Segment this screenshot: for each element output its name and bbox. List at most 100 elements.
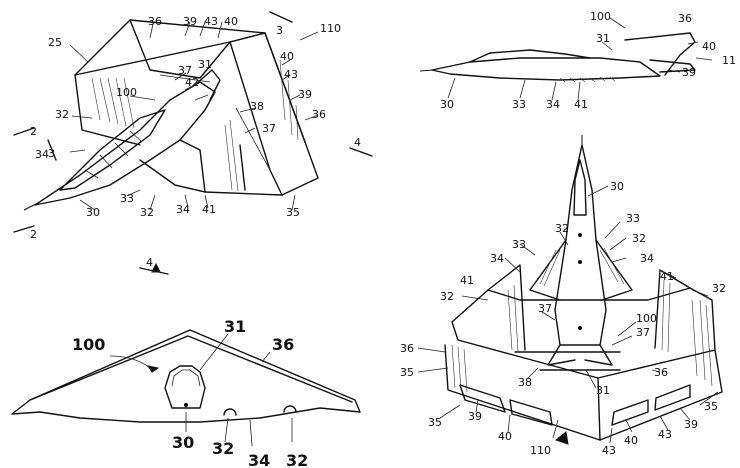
fig1-label-40: 40 (224, 15, 238, 28)
fig5-label-41-left: 41 (460, 274, 474, 287)
figure-4-front-view: 100 31 36 30 32 34 32 (11, 317, 361, 468)
fig2-label-33: 33 (512, 98, 526, 111)
fig1-aircraft-fuselage (34, 81, 216, 206)
fig1-label-38: 38 (250, 100, 264, 113)
fig1-label-43: 43 (204, 15, 218, 28)
fig1-aircraft-tail-fin (194, 69, 221, 101)
fig5-label-32-right: 32 (712, 282, 726, 295)
fig1-label-34-bottom: 34 (176, 203, 190, 216)
fig5-label-35-left: 35 (400, 366, 414, 379)
fig5-label-38: 38 (518, 376, 532, 389)
fig4-intake-right (283, 405, 297, 413)
fig2-label-11: 11 (722, 54, 736, 67)
fig1-label-25: 25 (48, 36, 62, 49)
fig5-support-frame (514, 351, 621, 371)
fig5-arrow-110 (554, 431, 569, 445)
fig4-canopy (164, 365, 206, 409)
fig5-label-39-right: 39 (684, 418, 698, 431)
fig1-label-36-right: 36 (312, 108, 326, 121)
fig2-vertical-fin (624, 32, 696, 76)
fig5-aircraft-wings (529, 239, 633, 301)
fig4-nose-dot (183, 402, 189, 408)
fig1-aircraft-canopy (59, 109, 166, 191)
figure-5-vertical-view: 30 32 33 33 32 34 34 41 41 32 32 37 100 … (400, 135, 726, 457)
fig2-label-36: 36 (678, 12, 692, 25)
fig5-fuselage-dot-1 (578, 233, 582, 237)
fig5-box-front-right (599, 349, 723, 441)
fig1-section-line-2-bottom (13, 225, 35, 233)
fig1-aircraft-canopy-frames (84, 130, 143, 179)
fig1-label-4-right: 4 (354, 136, 361, 149)
fig4-label-31: 31 (224, 317, 246, 336)
fig2-label-100: 100 (590, 10, 611, 23)
fig1-label-39-right: 39 (298, 88, 312, 101)
fig2-label-40: 40 (702, 40, 716, 53)
fig5-label-32-upper-right: 32 (632, 232, 646, 245)
fig4-label-100: 100 (72, 335, 105, 354)
fig1-frame-panel-inner (159, 74, 271, 171)
fig5-label-36-right: 36 (654, 366, 668, 379)
fig2-label-34: 34 (546, 98, 560, 111)
fig1-label-36: 36 (148, 15, 162, 28)
fig4-outer-wing-outline (11, 329, 361, 423)
fig5-label-100: 100 (636, 312, 657, 325)
fig2-fin-panel (649, 59, 696, 73)
fig5-box-top-outline (451, 287, 716, 379)
fig1-aircraft-nose-probe (23, 203, 37, 211)
fig5-fuselage-dot-2 (578, 260, 582, 264)
fig5-label-31: 31 (596, 384, 610, 397)
fig1-label-32-bottom: 32 (140, 206, 154, 219)
fig2-fuselage-outline (431, 57, 661, 81)
fig5-inner-panel-left (487, 264, 526, 351)
fig1-frame-hatching (91, 59, 299, 192)
fig1-section-line-3-left (47, 139, 57, 161)
fig1-label-3-top: 3 (276, 24, 283, 37)
fig1-label-32-left: 32 (55, 108, 69, 121)
fig5-box-front-left (444, 344, 601, 441)
fig1-label-2-bottom: 2 (30, 228, 37, 241)
fig5-label-43-right: 43 (658, 428, 672, 441)
fig5-label-37-right: 37 (636, 326, 650, 339)
fig4-label-32-left: 32 (212, 439, 234, 458)
fig1-aircraft-wing (139, 139, 206, 193)
fig1-label-100: 100 (116, 86, 137, 99)
fig4-label-34: 34 (248, 451, 270, 468)
fig1-leader-lines (69, 21, 319, 211)
fig1-label-3-left: 3 (48, 147, 55, 160)
fig5-aircraft-fuselage (554, 144, 607, 346)
fig2-underside-hatching (559, 76, 616, 83)
fig5-label-32-upper-left: 32 (555, 222, 569, 235)
fig1-frame-panel-edge (239, 144, 246, 191)
fig2-label-39: 39 (682, 66, 696, 79)
fig1-label-40-right: 40 (280, 50, 294, 63)
fig2-label-30: 30 (440, 98, 454, 111)
fig4-canopy-inner (171, 369, 201, 387)
fig5-fuselage-dot-3 (578, 326, 582, 330)
fig2-nose-probe (419, 69, 434, 72)
section-marker-4: 4 (139, 256, 169, 275)
fig1-frame-left-panel (74, 74, 141, 146)
fig5-label-34-right: 34 (640, 252, 654, 265)
fig2-leader-lines (447, 17, 713, 101)
fig1-label-2-top: 2 (30, 125, 37, 138)
fig5-label-43-left: 43 (602, 444, 616, 457)
fig5-label-33-left: 33 (512, 238, 526, 251)
fig5-label-32-left: 32 (440, 290, 454, 303)
figure-2-side-view: 100 36 31 40 11 39 30 33 34 41 (419, 10, 736, 111)
fig1-section-line-4-right (349, 147, 373, 157)
fig5-label-36-left: 36 (400, 342, 414, 355)
fig1-label-34-left: 34 (35, 148, 49, 161)
fig1-label-37: 37 (178, 64, 192, 77)
fig1-section-line-3-top (269, 11, 293, 23)
fig5-aircraft-canopy (573, 159, 587, 216)
fig5-label-40-left: 40 (498, 430, 512, 443)
fig5-tail-fins (547, 344, 613, 366)
fig5-door-panels (459, 384, 691, 426)
fig1-label-35: 35 (286, 206, 300, 219)
fig5-label-33-right: 33 (626, 212, 640, 225)
fig1-frame-top-face (74, 19, 266, 76)
fig5-label-110: 110 (530, 444, 551, 457)
section-arrow-4 (151, 262, 161, 273)
fig4-label-36: 36 (272, 335, 294, 354)
